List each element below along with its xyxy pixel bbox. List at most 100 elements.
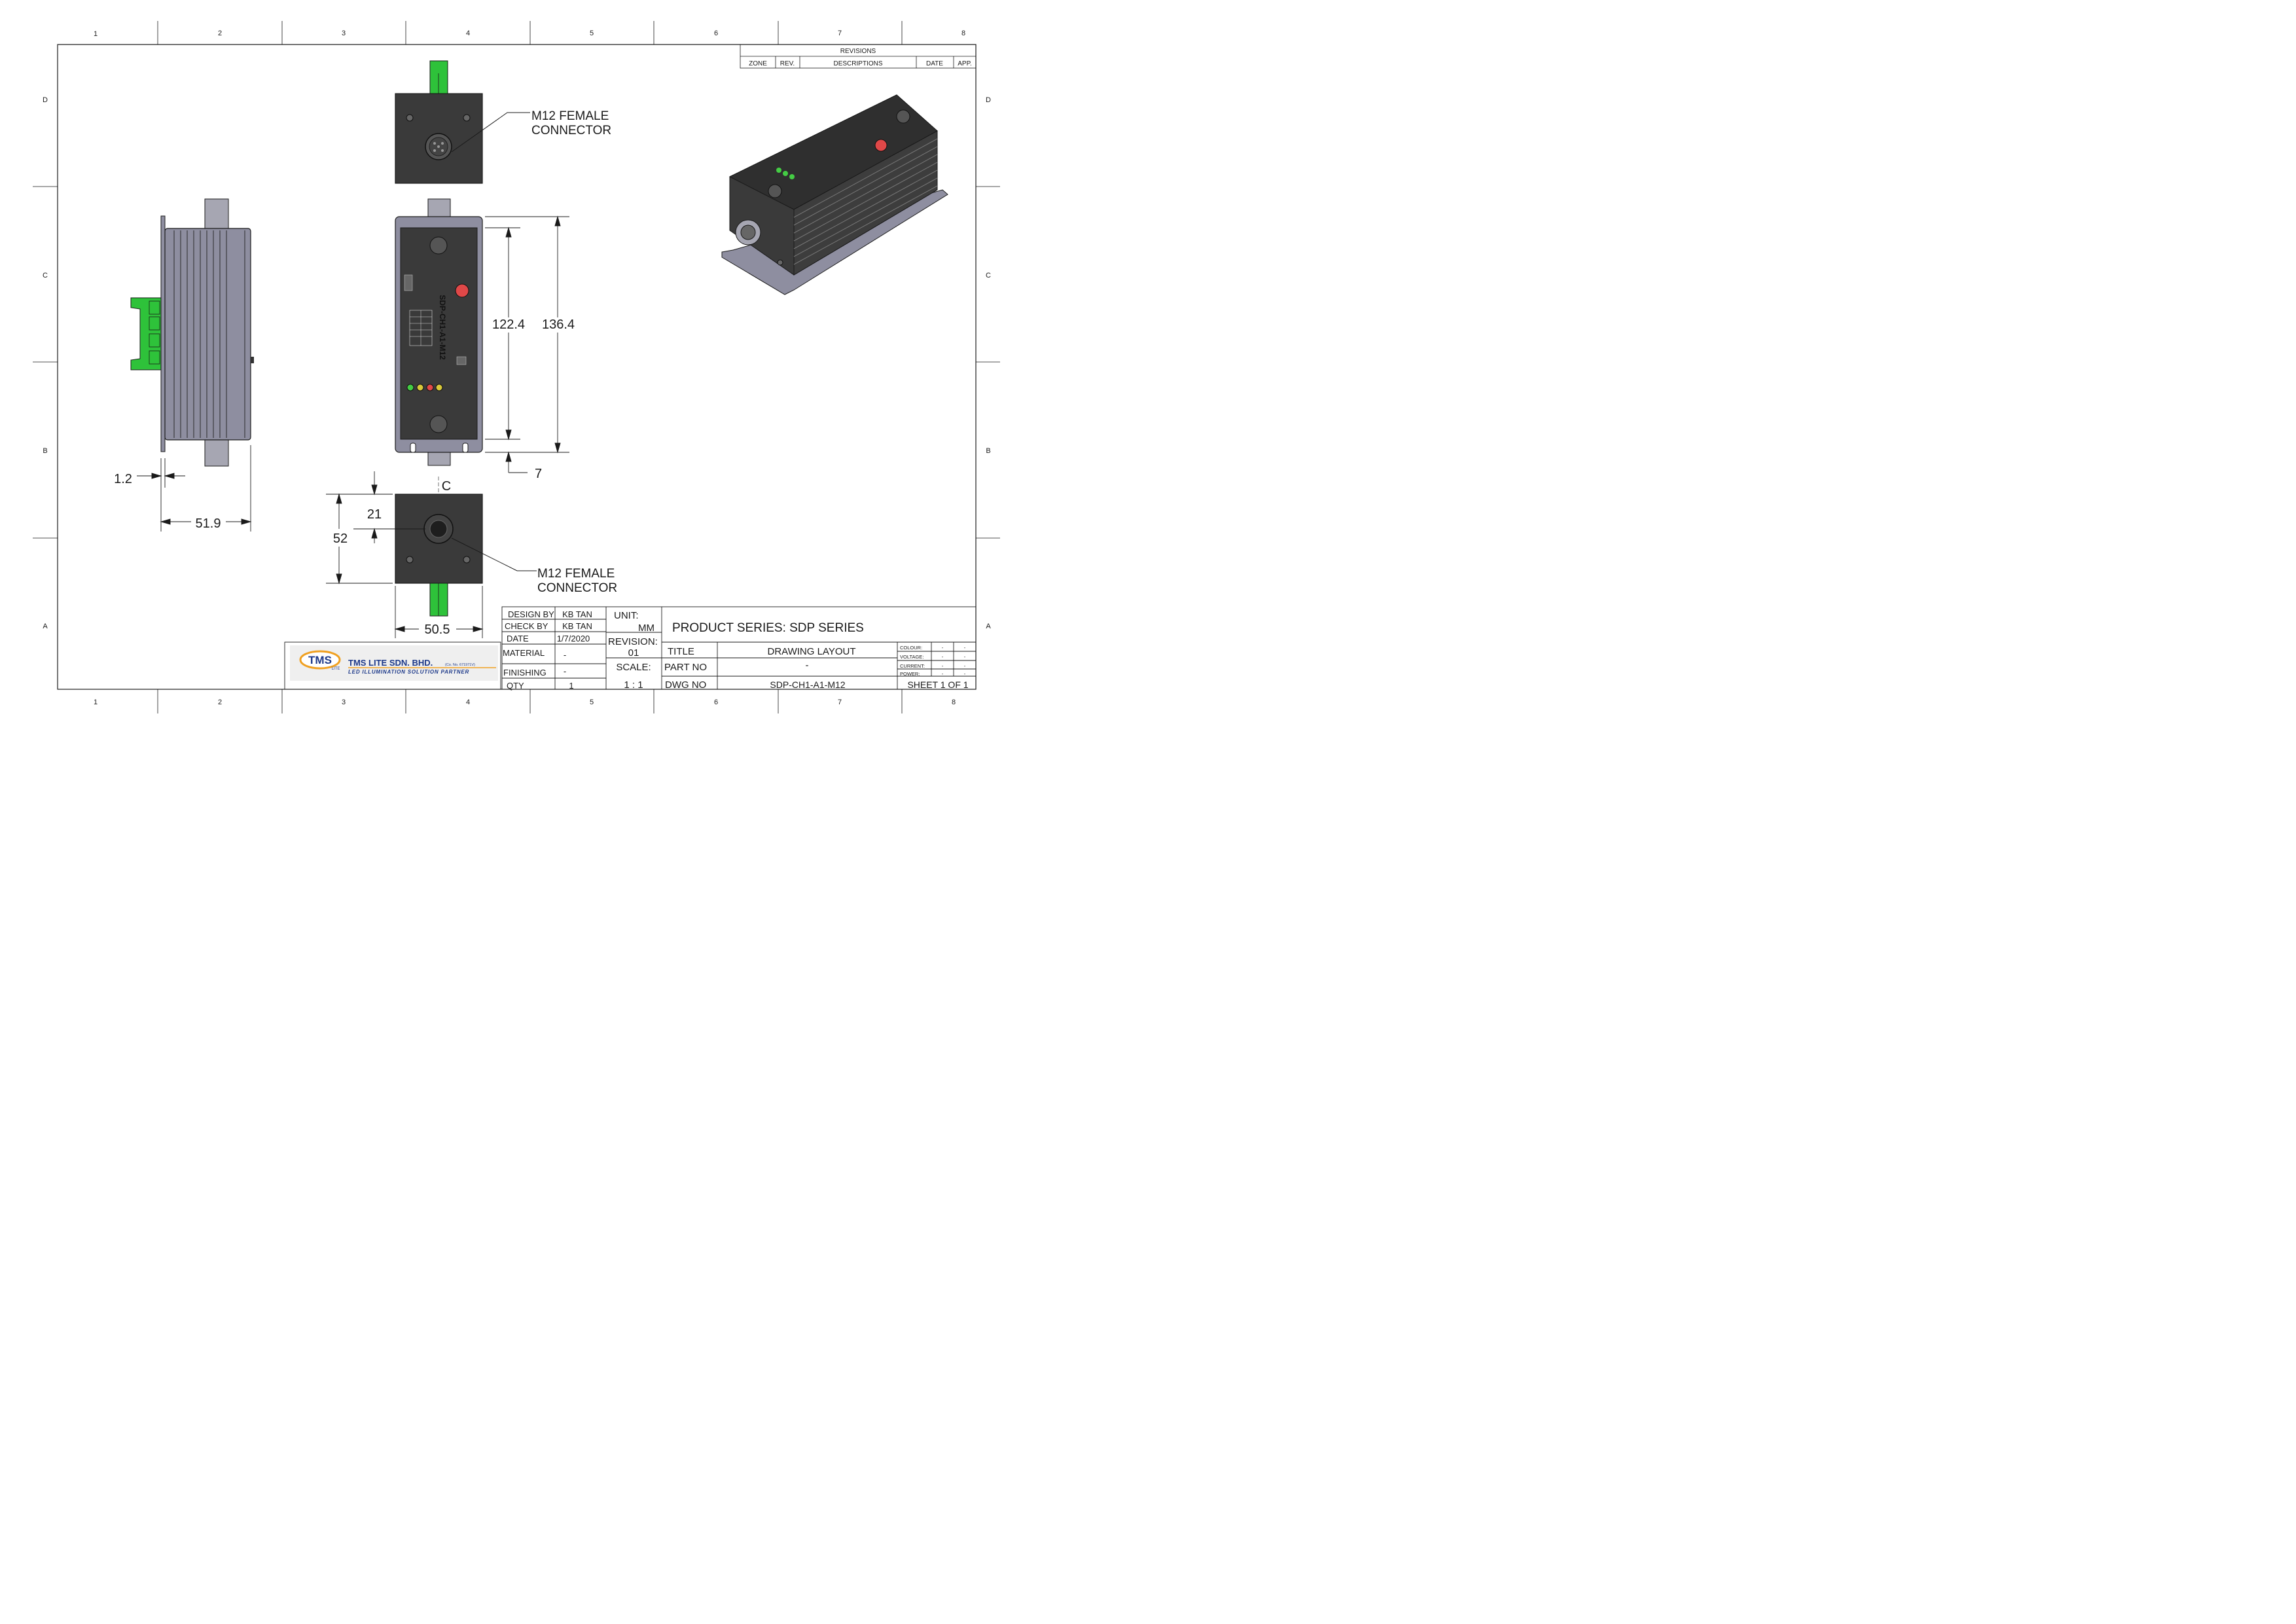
dim-overall-length: 136.4 bbox=[542, 317, 575, 332]
mount-screw-right bbox=[463, 114, 471, 122]
date-label: DATE bbox=[507, 634, 529, 643]
front-connector-bottom bbox=[427, 452, 451, 466]
revisions-header-rev: REV. bbox=[780, 60, 795, 67]
spec-voltage-b: - bbox=[964, 654, 966, 660]
zone-labels-top: 1 2 3 4 5 6 7 8 bbox=[94, 29, 965, 38]
spec-colour-b: - bbox=[964, 645, 966, 651]
title-value: DRAWING LAYOUT bbox=[767, 646, 855, 657]
zone-col-1-top: 1 bbox=[94, 30, 98, 38]
check-by-value: KB TAN bbox=[562, 621, 592, 631]
zone-col-7-top: 7 bbox=[838, 29, 842, 37]
zone-col-6-bottom: 6 bbox=[714, 698, 718, 706]
front-connector-top bbox=[427, 198, 451, 217]
led-red-icon bbox=[426, 384, 434, 391]
zone-row-b-left: B bbox=[43, 447, 47, 455]
zone-labels-left: D C B A bbox=[43, 96, 48, 630]
unit-label: UNIT: bbox=[614, 610, 639, 621]
revisions-header-descriptions: DESCRIPTIONS bbox=[833, 60, 882, 67]
dwg-no-value: SDP-CH1-A1-M12 bbox=[770, 679, 845, 690]
revisions-title: REVISIONS bbox=[840, 48, 876, 55]
zone-row-d-left: D bbox=[43, 96, 48, 104]
sheet-number: SHEET 1 OF 1 bbox=[907, 679, 968, 690]
company-name: TMS LITE SDN. BHD. bbox=[348, 658, 433, 668]
led-green-icon bbox=[406, 384, 414, 391]
spec-power-b: - bbox=[964, 671, 966, 677]
product-series: PRODUCT SERIES: SDP SERIES bbox=[672, 621, 864, 635]
zone-row-d-right: D bbox=[986, 96, 991, 104]
front-model-label: SDP-CH1-A1-M12 bbox=[438, 295, 447, 360]
zone-col-7-bottom: 7 bbox=[838, 698, 842, 706]
zone-col-1-bottom: 1 bbox=[94, 698, 98, 706]
revisions-header-zone: ZONE bbox=[749, 60, 767, 67]
company-reg: (Co. No. 671971V) bbox=[445, 663, 475, 667]
bottom-screw-right bbox=[463, 556, 471, 564]
check-by-label: CHECK BY bbox=[505, 621, 548, 631]
bottom-terminal-green bbox=[429, 583, 448, 617]
title-block bbox=[501, 606, 977, 690]
zone-row-a-right: A bbox=[986, 623, 991, 630]
spec-current-a: - bbox=[942, 663, 944, 669]
bottom-screw-left bbox=[406, 556, 414, 564]
front-m12-top-icon bbox=[429, 236, 448, 255]
mount-screw-left bbox=[406, 114, 414, 122]
callout-top-line1: M12 FEMALE bbox=[531, 109, 609, 123]
revisions-header-app: APP. bbox=[958, 60, 972, 67]
zone-col-4-bottom: 4 bbox=[466, 698, 470, 706]
spec-current-label: CURRENT: bbox=[900, 663, 925, 669]
dim-connector-offset: 21 bbox=[367, 507, 382, 522]
zone-col-2-top: 2 bbox=[218, 29, 222, 37]
spec-current-b: - bbox=[964, 663, 966, 669]
finishing-label: FINISHING bbox=[503, 668, 547, 677]
design-by-label: DESIGN BY bbox=[508, 609, 554, 619]
tms-logo-icon bbox=[299, 650, 341, 670]
part-no-label: PART NO bbox=[664, 662, 707, 673]
spec-power-label: POWER: bbox=[900, 671, 920, 677]
logo-text: TMS bbox=[308, 654, 332, 666]
led-yellow-icon bbox=[416, 384, 424, 391]
zone-row-c-left: C bbox=[43, 272, 48, 280]
company-tagline: LED ILLUMINATION SOLUTION PARTNER bbox=[348, 669, 469, 675]
side-connector-bottom bbox=[204, 439, 229, 467]
revision-value: 01 bbox=[628, 647, 639, 659]
side-dimensions bbox=[137, 445, 252, 532]
front-dimensions bbox=[485, 215, 569, 473]
spec-table: COLOUR: - - VOLTAGE: - - CURRENT: - - PO… bbox=[900, 645, 966, 677]
side-base-plate bbox=[160, 215, 166, 452]
dim-plate-thickness: 1.2 bbox=[114, 472, 132, 486]
dim-flange-offset: 7 bbox=[535, 467, 542, 481]
mode-switch-icon bbox=[456, 356, 467, 365]
qty-value: 1 bbox=[569, 681, 573, 691]
revisions-header-date: DATE bbox=[926, 60, 943, 67]
dip-switch-icon bbox=[404, 274, 413, 291]
callout-leader-bottom bbox=[451, 537, 537, 571]
drawing-sheet: 1 2 3 4 5 6 7 8 1 2 3 4 5 6 7 8 D C B A … bbox=[33, 21, 1000, 713]
unit-value: MM bbox=[638, 623, 655, 634]
revision-label: REVISION: bbox=[608, 636, 658, 647]
bottom-end-view: M12 FEMALE CONNECTOR bbox=[395, 477, 617, 617]
zone-col-5-bottom: 5 bbox=[590, 698, 594, 706]
part-no-value: - bbox=[806, 660, 809, 671]
callout-top-line2: CONNECTOR bbox=[531, 124, 611, 137]
design-by-value: KB TAN bbox=[562, 609, 592, 619]
spec-colour-label: COLOUR: bbox=[900, 645, 922, 651]
zone-row-c-right: C bbox=[986, 272, 991, 280]
front-view: SDP-CH1-A1-M12 bbox=[395, 198, 483, 466]
din-rail-clip-green bbox=[130, 297, 162, 370]
zone-row-b-right: B bbox=[986, 447, 990, 455]
material-label: MATERIAL bbox=[503, 648, 545, 658]
dim-side-depth: 51.9 bbox=[196, 516, 221, 531]
spec-power-a: - bbox=[942, 671, 944, 677]
zone-row-a-left: A bbox=[43, 623, 48, 630]
centerline-symbol: C bbox=[442, 479, 451, 494]
material-value: - bbox=[564, 650, 566, 660]
bottom-dimensions bbox=[326, 471, 484, 638]
front-panel bbox=[400, 227, 478, 440]
dim-inner-length: 122.4 bbox=[492, 317, 525, 332]
callout-leader-top bbox=[451, 112, 530, 153]
zone-col-8-top: 8 bbox=[961, 29, 965, 37]
side-heatsink-body bbox=[164, 228, 251, 441]
iso-red-button-icon bbox=[874, 139, 888, 152]
led-yellow-2-icon bbox=[435, 384, 443, 391]
iso-rear-m12-icon bbox=[896, 109, 910, 124]
dim-end-height: 52 bbox=[333, 532, 348, 546]
